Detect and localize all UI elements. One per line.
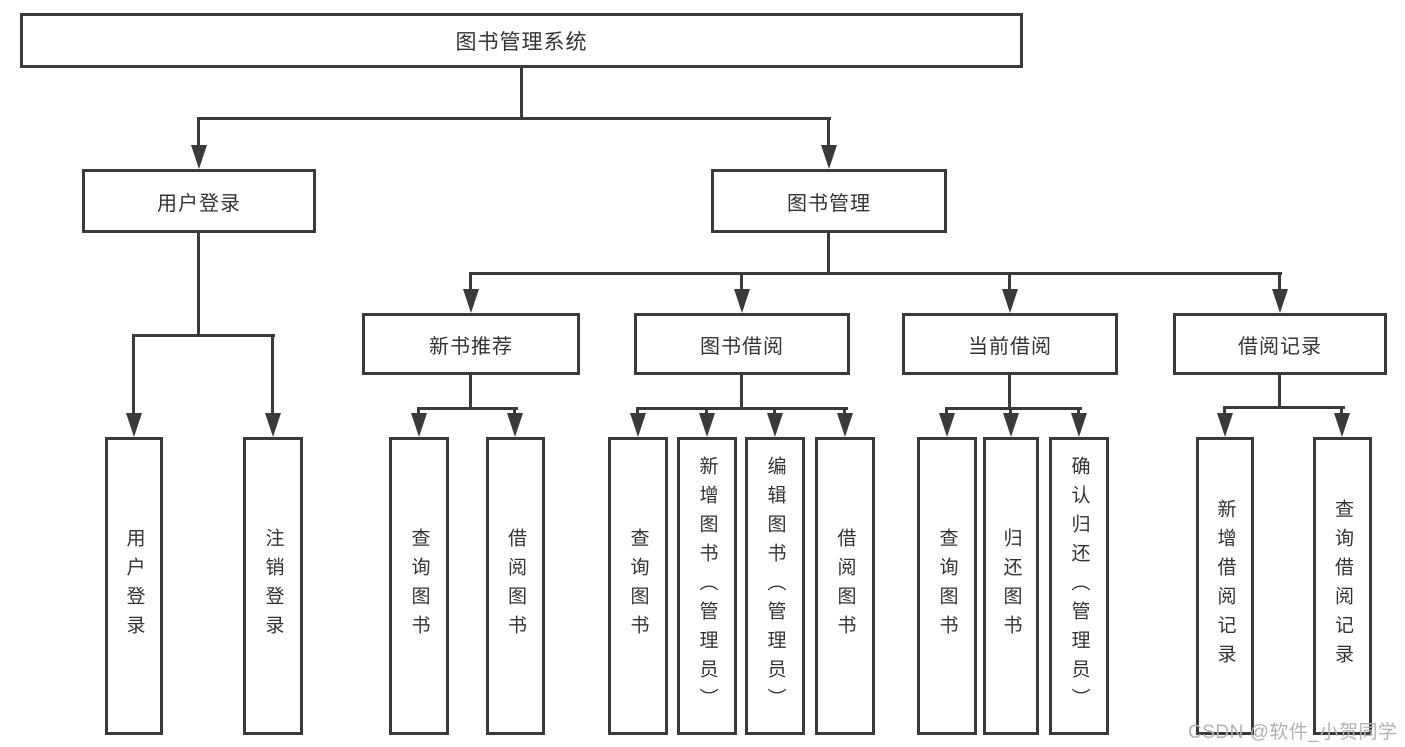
connector-line <box>271 334 274 415</box>
leaf-query-borrow-record: 查询借阅记录 <box>1313 437 1372 735</box>
arrow-head <box>939 413 955 437</box>
node-book-borrow-label: 图书借阅 <box>700 335 784 358</box>
node-book-borrow: 图书借阅 <box>634 313 850 375</box>
connector-line <box>843 407 846 416</box>
node-library-system-label: 图书管理系统 <box>455 30 588 54</box>
arrow-head <box>1217 413 1233 437</box>
arrow-head <box>734 289 750 313</box>
leaf-query-books-borrow: 查询图书 <box>608 437 668 735</box>
connector-line <box>1340 406 1343 416</box>
leaf-return-books-label: 归还图书 <box>1000 528 1022 644</box>
node-new-book-recommend: 新书推荐 <box>362 313 580 375</box>
connector-line <box>197 233 200 337</box>
arrow-head <box>630 413 646 437</box>
leaf-logout-login: 注销登录 <box>243 437 303 735</box>
arrow-head <box>507 413 523 437</box>
connector-line <box>1008 375 1011 410</box>
node-user-login-group-label: 用户登录 <box>157 192 241 215</box>
arrow-head <box>411 413 427 437</box>
arrow-head <box>1334 413 1350 437</box>
connector-line <box>417 407 518 410</box>
connector-line <box>469 272 472 291</box>
leaf-add-borrow-record: 新增借阅记录 <box>1196 437 1254 735</box>
leaf-query-books-recommend: 查询图书 <box>389 437 449 735</box>
arrow-head <box>821 145 837 169</box>
leaf-user-login-label: 用户登录 <box>123 528 145 644</box>
leaf-borrow-books-2-label: 借阅图书 <box>834 528 856 644</box>
connector-line <box>1008 272 1011 291</box>
leaf-add-book-admin: 新增图书（管理员） <box>677 437 737 735</box>
leaf-query-books-borrow-label: 查询图书 <box>627 528 649 644</box>
connector-line <box>197 117 831 120</box>
csdn-watermark: CSDN @软件_小贺同学 <box>1188 722 1398 743</box>
connector-line <box>705 407 708 416</box>
connector-line <box>945 407 1082 410</box>
node-new-book-recommend-label: 新书推荐 <box>429 335 513 358</box>
node-book-management: 图书管理 <box>711 169 947 233</box>
leaf-add-borrow-record-label: 新增借阅记录 <box>1214 499 1236 673</box>
leaf-return-books: 归还图书 <box>983 437 1039 735</box>
connector-line <box>197 117 200 147</box>
connector-line <box>1223 406 1345 409</box>
connector-line <box>132 334 135 415</box>
arrow-head <box>1003 413 1019 437</box>
connector-line <box>1077 407 1080 416</box>
leaf-borrow-books-recommend: 借阅图书 <box>486 437 545 735</box>
connector-line <box>470 272 1282 275</box>
connector-line <box>417 407 420 416</box>
connector-line <box>1223 406 1226 416</box>
connector-line <box>513 407 516 416</box>
leaf-borrow-books-recommend-label: 借阅图书 <box>505 528 526 644</box>
node-library-system: 图书管理系统 <box>20 13 1023 68</box>
leaf-logout-login-label: 注销登录 <box>262 528 284 644</box>
arrow-head <box>1002 289 1018 313</box>
arrow-head <box>1272 289 1288 313</box>
connector-line <box>636 407 639 416</box>
connector-line <box>520 68 523 118</box>
connector-line <box>740 375 743 410</box>
arrow-head <box>126 413 142 437</box>
connector-line <box>827 117 830 147</box>
leaf-add-book-admin-label: 新增图书（管理员） <box>696 455 718 717</box>
connector-line <box>469 375 472 410</box>
leaf-borrow-books-2: 借阅图书 <box>815 437 875 735</box>
arrow-head <box>767 413 783 437</box>
leaf-query-borrow-record-label: 查询借阅记录 <box>1332 499 1353 673</box>
node-user-login-group: 用户登录 <box>82 169 316 233</box>
arrow-head <box>463 289 479 313</box>
arrow-head <box>837 413 853 437</box>
connector-line <box>827 233 830 275</box>
leaf-query-books-current-label: 查询图书 <box>936 528 958 644</box>
connector-line <box>132 334 275 337</box>
connector-line <box>636 407 848 410</box>
leaf-confirm-return-admin: 确认归还（管理员） <box>1049 437 1109 735</box>
connector-line <box>1009 407 1012 416</box>
arrow-head <box>191 145 207 169</box>
node-current-borrow-label: 当前借阅 <box>968 335 1052 358</box>
leaf-query-books-current: 查询图书 <box>917 437 977 735</box>
leaf-edit-book-admin-label: 编辑图书（管理员） <box>764 455 786 717</box>
node-borrow-records: 借阅记录 <box>1173 313 1387 375</box>
connector-line <box>740 272 743 291</box>
leaf-query-books-recommend-label: 查询图书 <box>408 528 430 644</box>
node-book-management-label: 图书管理 <box>787 192 871 215</box>
leaf-confirm-return-admin-label: 确认归还（管理员） <box>1068 455 1090 717</box>
leaf-user-login: 用户登录 <box>105 437 163 735</box>
arrow-head <box>1071 413 1087 437</box>
node-borrow-records-label: 借阅记录 <box>1238 335 1322 358</box>
connector-line <box>773 407 776 416</box>
node-current-borrow: 当前借阅 <box>902 313 1118 375</box>
connector-line <box>1278 272 1281 291</box>
arrow-head <box>699 413 715 437</box>
leaf-edit-book-admin: 编辑图书（管理员） <box>745 437 805 735</box>
arrow-head <box>265 413 281 437</box>
connector-line <box>1278 375 1281 409</box>
connector-line <box>945 407 948 416</box>
